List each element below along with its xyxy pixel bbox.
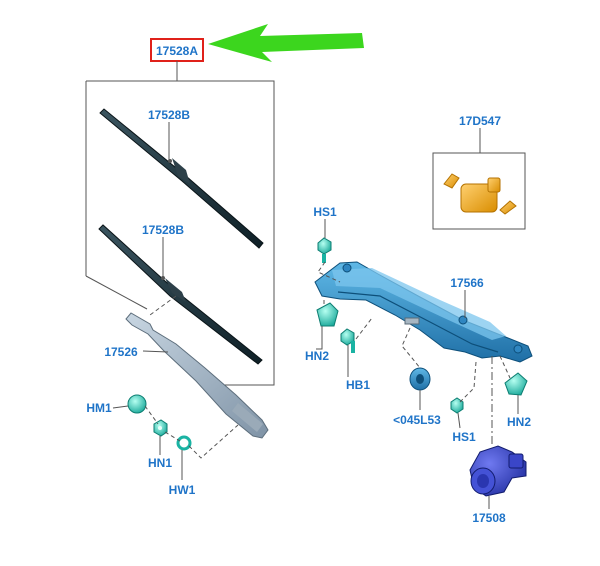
label-arm: 17526 — [104, 345, 138, 359]
label-bolt: HB1 — [346, 378, 370, 392]
arm-fastener-leaders — [112, 405, 239, 480]
wiper-blade-upper — [99, 108, 264, 249]
blade-leader-lines — [149, 122, 177, 316]
label-clip-right: HN2 — [507, 415, 531, 429]
linkage-fastener-leaders — [316, 219, 519, 445]
green-arrow-icon — [208, 24, 364, 62]
wiper-linkage — [314, 261, 533, 363]
label-grommet: <045L53 — [393, 413, 441, 427]
label-screw-left: HS1 — [313, 205, 337, 219]
label-clip-left: HN2 — [305, 349, 329, 363]
label-washer: HW1 — [169, 483, 196, 497]
label-blade-upper: 17528B — [148, 108, 190, 122]
label-linkage: 17566 — [450, 276, 484, 290]
clip-left-icon — [316, 302, 339, 327]
screw-left-icon — [317, 237, 332, 263]
bolt-icon — [340, 328, 355, 353]
label-blade-lower: 17528B — [142, 223, 184, 237]
cap-icon — [127, 394, 147, 414]
label-screw-right: HS1 — [452, 430, 476, 444]
connector-kit-box — [432, 128, 526, 230]
washer-icon — [176, 435, 192, 451]
label-connector-kit: 17D547 — [459, 114, 501, 128]
assembly-bracket — [85, 61, 275, 386]
wiper-motor — [469, 445, 527, 497]
grommet-icon — [409, 367, 431, 391]
wiper-blade-lower — [98, 224, 263, 365]
label-motor: 17508 — [472, 511, 506, 525]
part-labels: 17528B 17528B 17526 HM1 HN1 HW1 HS1 HN2 … — [86, 108, 531, 525]
label-assembly: 17528A — [156, 44, 198, 58]
label-cap: HM1 — [86, 401, 112, 415]
wiper-arm — [125, 312, 269, 439]
label-nut: HN1 — [148, 456, 172, 470]
nut-icon — [153, 419, 168, 437]
arm-leader — [142, 350, 169, 353]
clip-right-icon — [504, 372, 528, 396]
assembly-callout: 17528A — [150, 38, 204, 62]
